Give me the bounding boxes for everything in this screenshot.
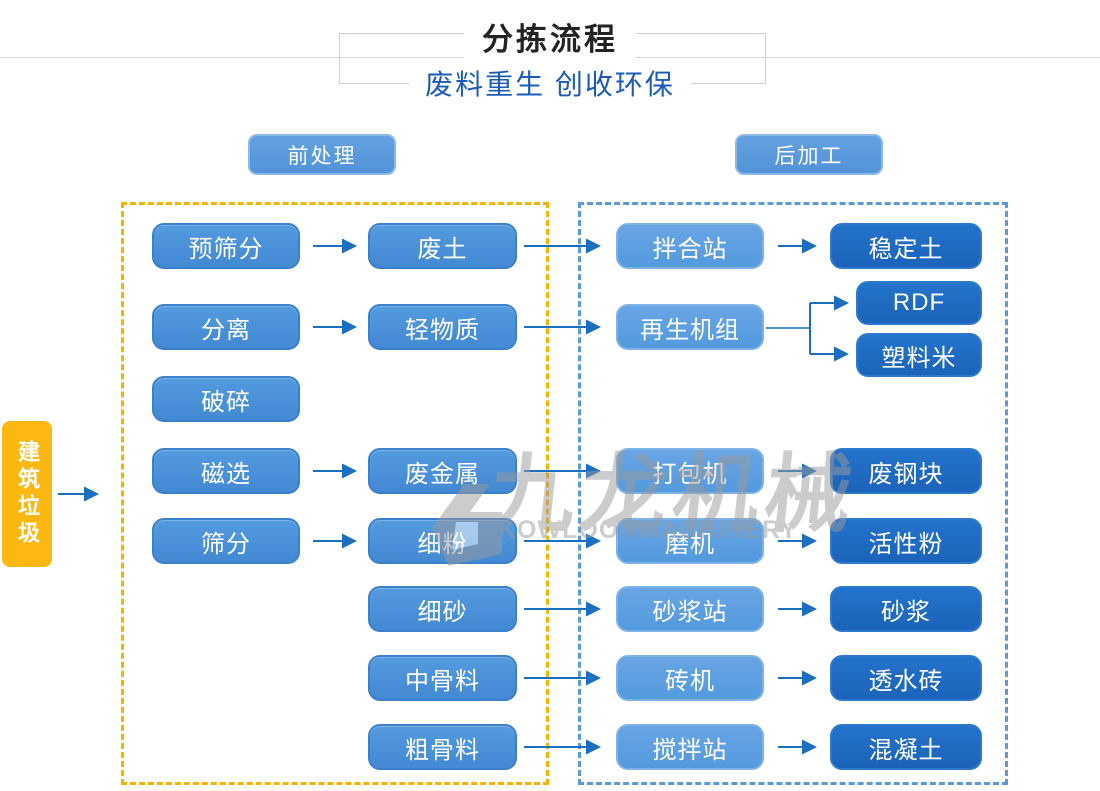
node-rdf: RDF <box>856 281 982 325</box>
node-permeable-brick: 透水砖 <box>830 655 982 701</box>
node-pre-screening: 预筛分 <box>152 223 300 269</box>
pretreatment-group-frame <box>121 202 549 785</box>
section-label-postprocessing: 后加工 <box>735 134 883 175</box>
source-construction-waste: 建筑垃圾 <box>2 421 52 567</box>
postprocessing-group-frame <box>578 202 1008 785</box>
node-concrete-mix-plant: 搅拌站 <box>616 724 764 770</box>
node-screening: 筛分 <box>152 518 300 564</box>
node-stabilized-soil: 稳定土 <box>830 223 982 269</box>
node-light-material: 轻物质 <box>368 304 517 350</box>
node-fine-sand: 细砂 <box>368 586 517 632</box>
node-crushing: 破碎 <box>152 376 300 422</box>
node-scrap-steel: 废钢块 <box>830 448 982 494</box>
node-baler: 打包机 <box>616 448 764 494</box>
node-fine-powder: 细粉 <box>368 518 517 564</box>
node-mill: 磨机 <box>616 518 764 564</box>
node-coarse-aggregate: 粗骨料 <box>368 724 517 770</box>
node-brick-machine: 砖机 <box>616 655 764 701</box>
node-regeneration-unit: 再生机组 <box>616 304 764 350</box>
node-mixing-station: 拌合站 <box>616 223 764 269</box>
section-label-pretreatment: 前处理 <box>248 134 396 175</box>
node-waste-soil: 废土 <box>368 223 517 269</box>
node-magnetic-separation: 磁选 <box>152 448 300 494</box>
node-mortar: 砂浆 <box>830 586 982 632</box>
node-active-powder: 活性粉 <box>830 518 982 564</box>
node-scrap-metal: 废金属 <box>368 448 517 494</box>
node-mortar-station: 砂浆站 <box>616 586 764 632</box>
node-medium-aggregate: 中骨料 <box>368 655 517 701</box>
node-separation: 分离 <box>152 304 300 350</box>
node-concrete: 混凝土 <box>830 724 982 770</box>
node-plastic-pellets: 塑料米 <box>856 333 982 377</box>
